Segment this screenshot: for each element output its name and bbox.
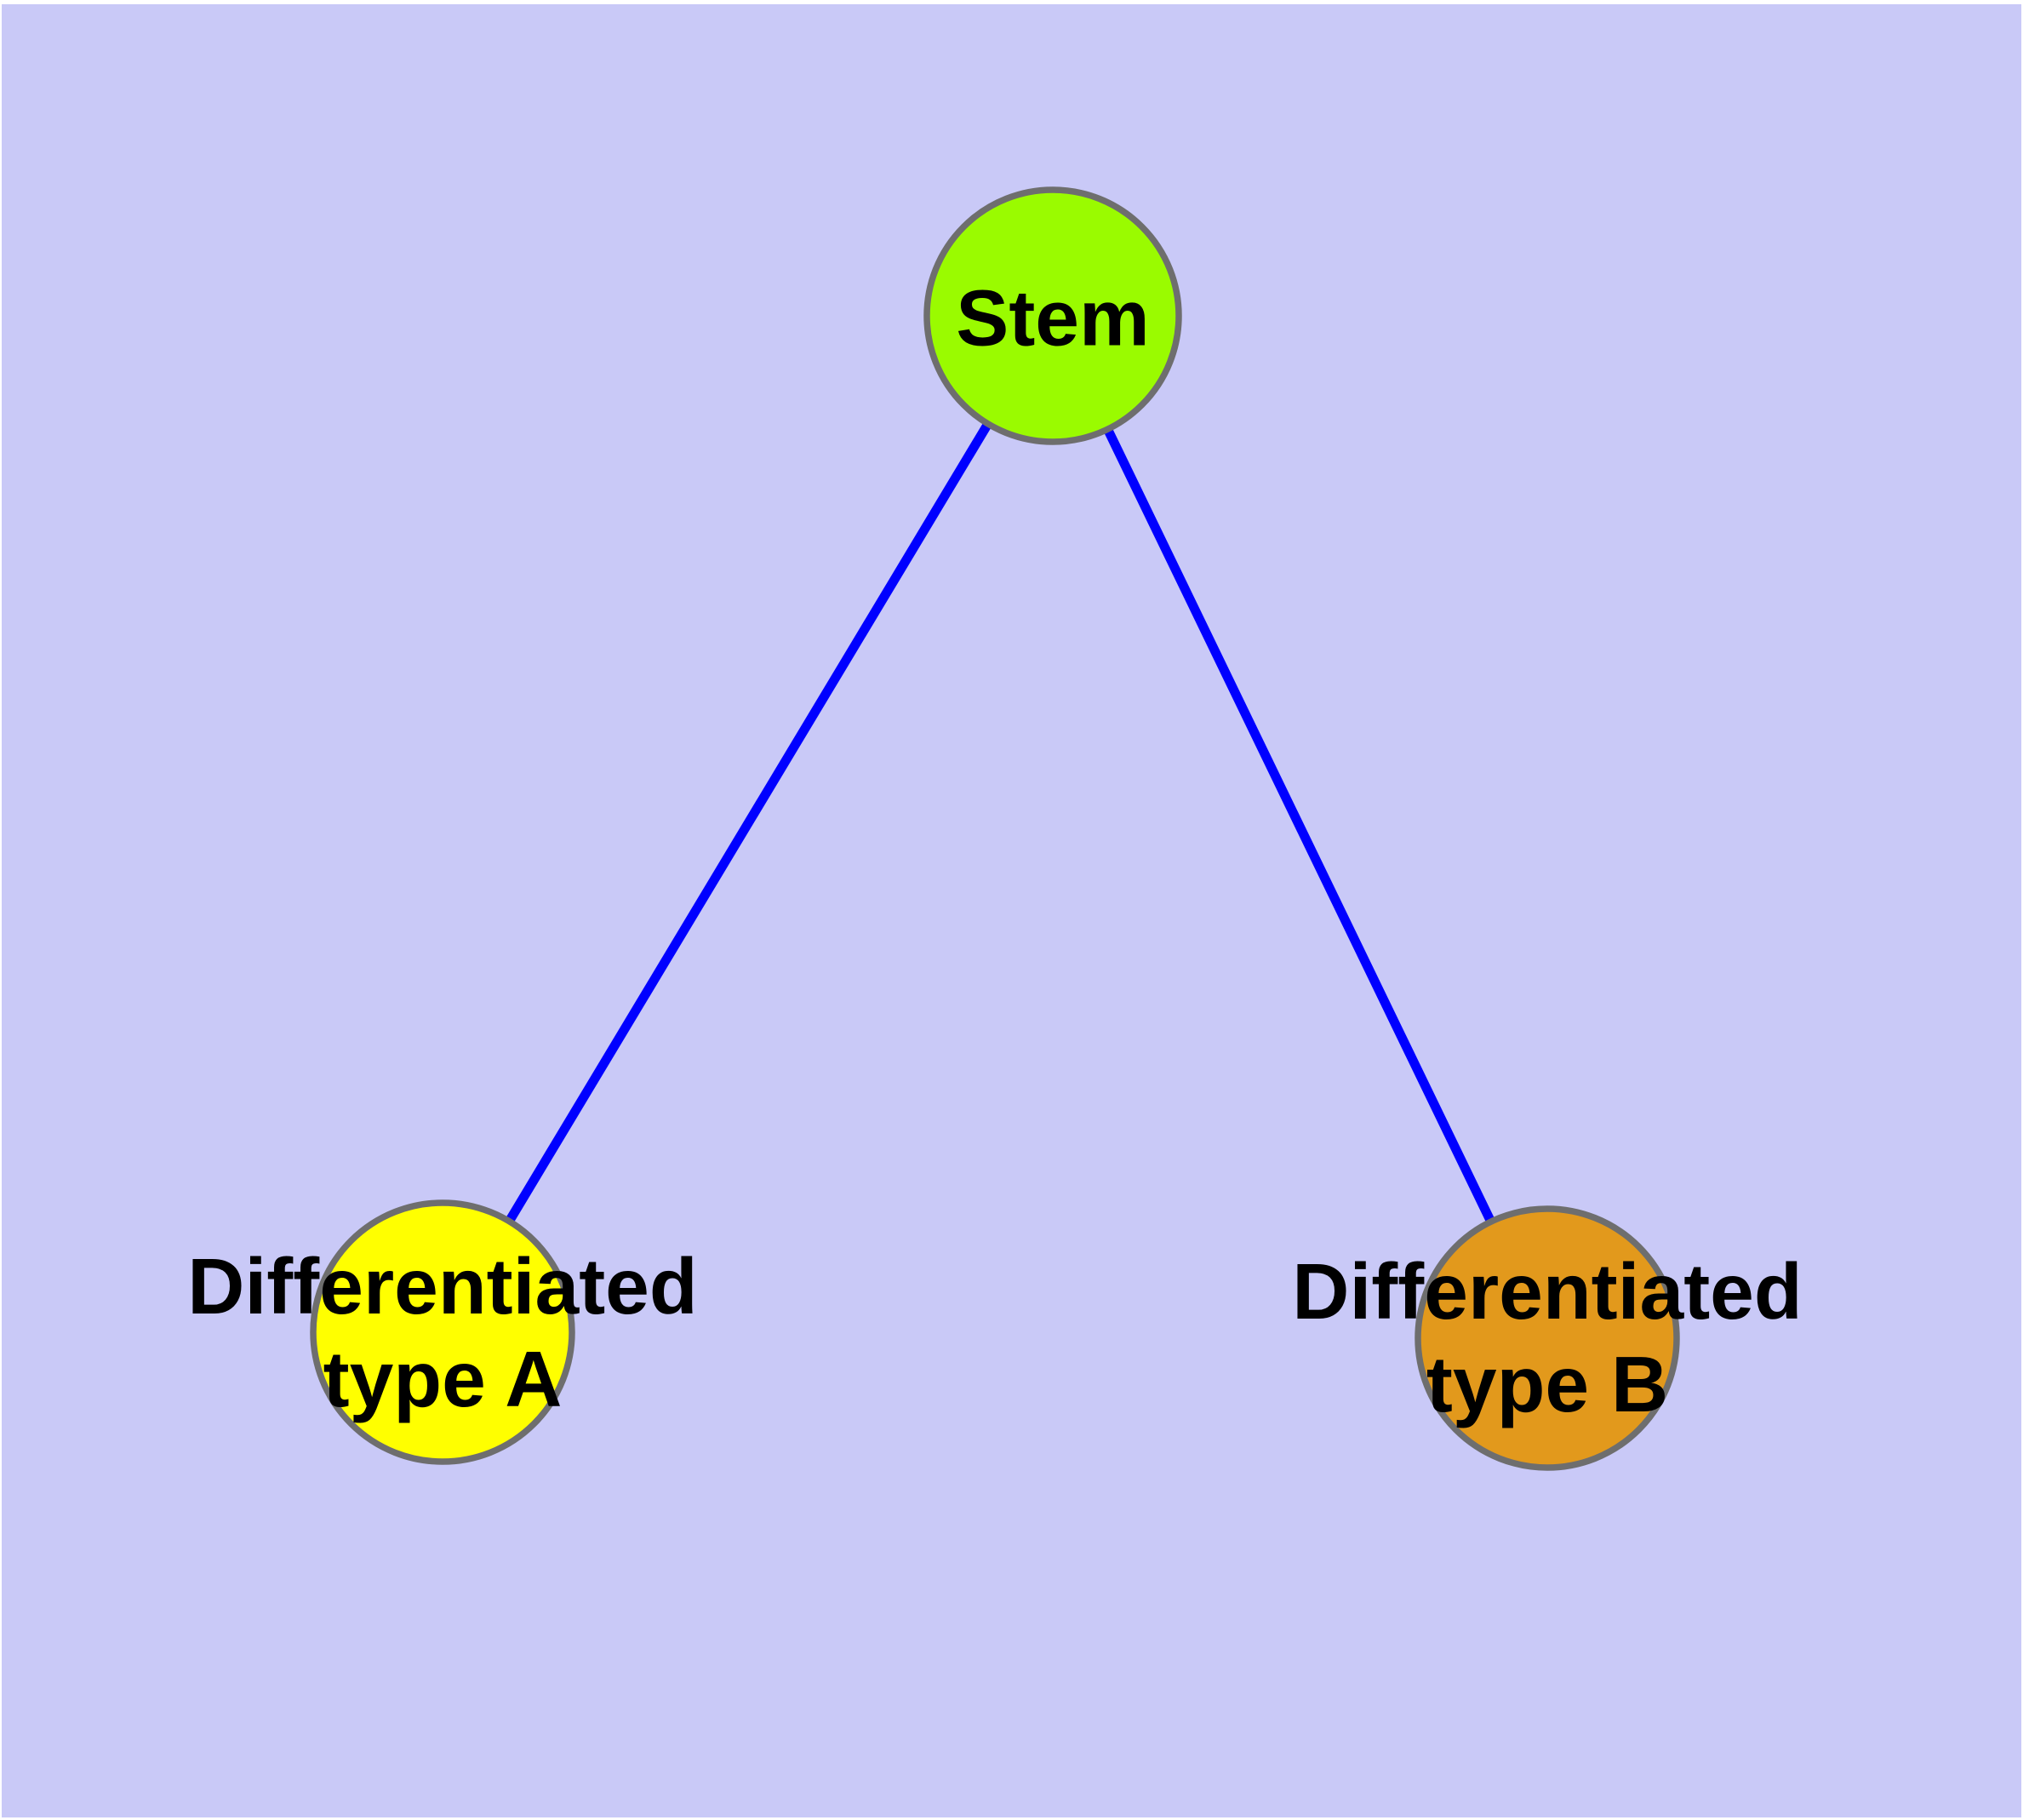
edge-stem-to-type-a bbox=[438, 313, 1057, 1335]
node-type-a-circle bbox=[310, 1199, 575, 1465]
node-type-a-label-line-2: type A bbox=[323, 1335, 563, 1423]
node-stem-label-line: Stem bbox=[956, 273, 1150, 363]
node-stem-label: Stem bbox=[956, 272, 1149, 365]
node-type-a-label: Differentiated type A bbox=[187, 1240, 697, 1426]
node-type-a-label-line-1: Differentiated bbox=[187, 1242, 698, 1331]
node-type-b-circle bbox=[1415, 1205, 1680, 1471]
node-stem-circle bbox=[923, 186, 1182, 445]
node-type-b-label-line-1: Differentiated bbox=[1292, 1247, 1803, 1336]
node-type-b-label-line-2: type B bbox=[1426, 1340, 1669, 1428]
node-type-b-label: Differentiated type B bbox=[1292, 1245, 1802, 1431]
edge-stem-to-type-b bbox=[1049, 313, 1552, 1341]
